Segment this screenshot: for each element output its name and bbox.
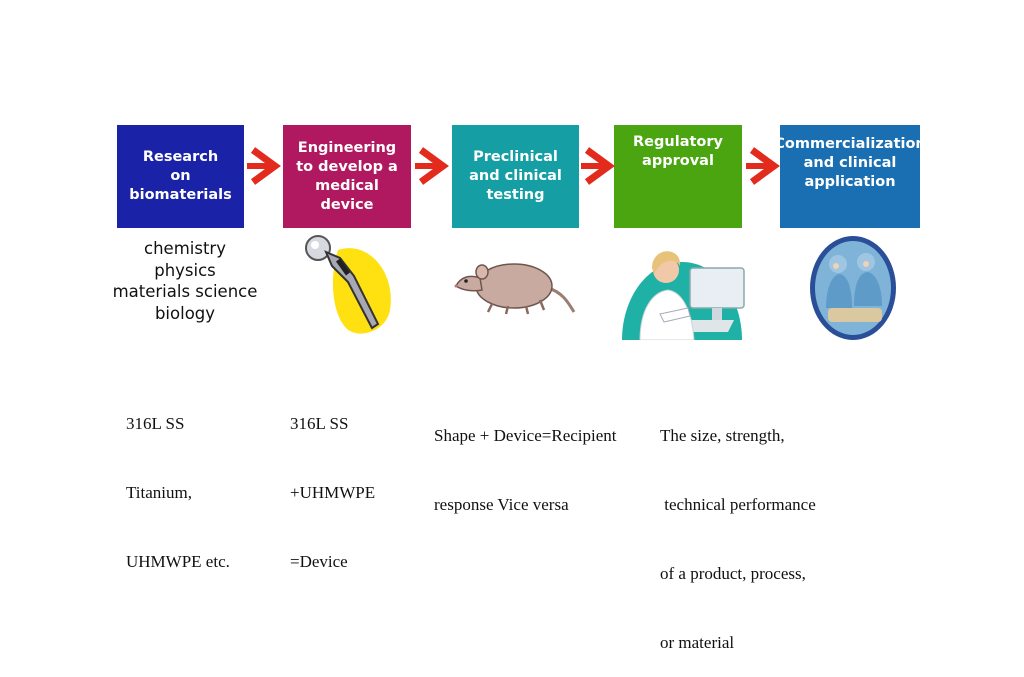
note-line: Titanium, (126, 483, 192, 502)
arrow-right-icon (581, 147, 615, 185)
note-performance: The size, strength, technical performanc… (660, 378, 816, 677)
doctor-at-computer-icon (622, 251, 745, 340)
research-topics-list: chemistry physics materials science biol… (112, 238, 258, 324)
note-response: Shape + Device=Recipient response Vice v… (434, 378, 617, 539)
stage-research-box: Research on biomaterials (117, 125, 244, 228)
note-line: The size, strength, (660, 426, 785, 445)
hip-implant-icon (305, 235, 391, 334)
note-line: or material (660, 633, 735, 652)
note-line: technical performance (660, 495, 816, 514)
stage-commercialization-box: Commercialization and clinical applicati… (774, 125, 926, 228)
topic-item: materials science (112, 282, 258, 301)
arrow-right-icon (247, 147, 281, 185)
note-line: 316L SS (290, 414, 349, 433)
note-line: response Vice versa (434, 495, 569, 514)
arrow-right-icon (415, 147, 449, 185)
topic-item: biology (154, 303, 216, 323)
note-line: of a product, process, (660, 564, 806, 583)
surgery-team-icon (810, 236, 896, 340)
arrow-right-icon (746, 147, 780, 185)
stage-preclinical-box: Preclinical and clinical testing (452, 125, 579, 228)
rat-icon (454, 263, 576, 315)
note-line: +UHMWPE (290, 483, 376, 502)
topic-item: chemistry (144, 239, 226, 258)
stage-engineering-box: Engineering to develop a medical device (283, 125, 411, 228)
topic-item: physics (154, 260, 216, 280)
stage-regulatory-box: Regulatory approval (614, 125, 742, 228)
note-device: 316L SS +UHMWPE =Device (290, 366, 375, 596)
note-line: UHMWPE etc. (126, 552, 230, 571)
note-materials: 316L SS Titanium, UHMWPE etc. (126, 366, 230, 596)
note-line: 316L SS (126, 414, 185, 433)
note-line: =Device (290, 552, 348, 571)
note-line: Shape + Device=Recipient (434, 426, 617, 445)
